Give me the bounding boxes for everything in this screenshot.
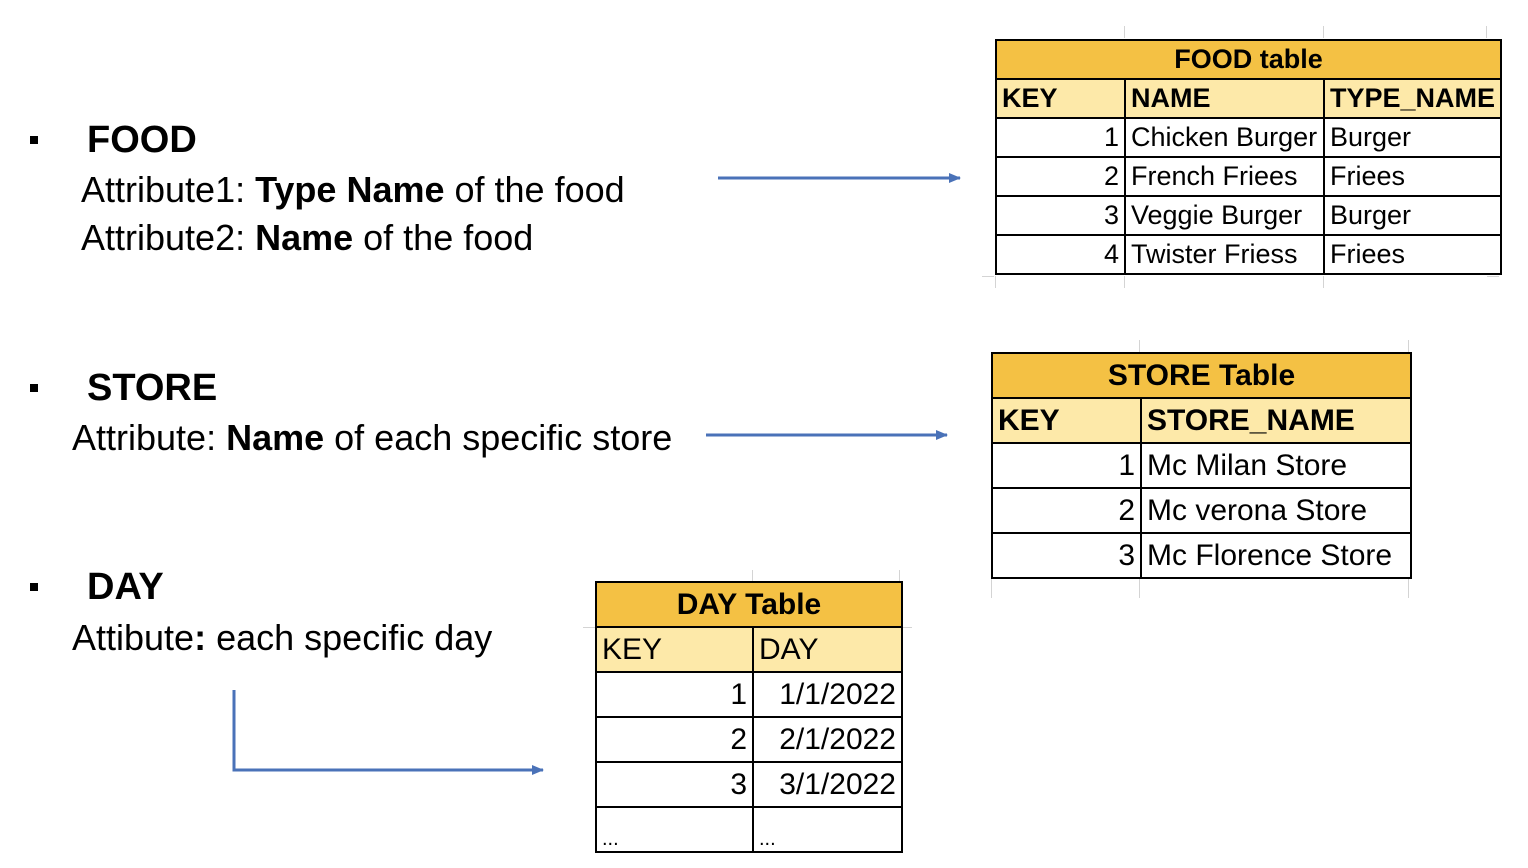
gridline bbox=[995, 276, 996, 288]
gridline bbox=[583, 627, 595, 628]
arrow-day bbox=[232, 690, 544, 775]
store-table: STORE Table KEY STORE_NAME 1 Mc Milan St… bbox=[991, 352, 1412, 579]
day-heading: DAY bbox=[87, 566, 164, 608]
table-cell: 3 bbox=[595, 761, 754, 808]
table-row: ... ... bbox=[595, 806, 903, 853]
day-table: DAY Table KEY DAY 1 1/1/2022 2 2/1/2022 … bbox=[595, 581, 903, 853]
table-cell: ... bbox=[595, 806, 754, 853]
bullet-marker bbox=[30, 384, 38, 392]
table-cell: 4 bbox=[995, 234, 1126, 275]
column-header: TYPE_NAME bbox=[1322, 78, 1503, 119]
table-row: 4 Twister Friess Friees bbox=[995, 234, 1503, 275]
gridline bbox=[1486, 26, 1487, 38]
table-row: 3 3/1/2022 bbox=[595, 761, 903, 808]
table-row: 2 French Friees Friees bbox=[995, 156, 1503, 197]
table-cell: Twister Friess bbox=[1124, 234, 1325, 275]
bullet-marker bbox=[30, 583, 38, 591]
table-cell: Mc verona Store bbox=[1140, 487, 1412, 534]
column-header: KEY bbox=[595, 626, 754, 673]
table-cell: Burger bbox=[1322, 117, 1503, 158]
table-row: 1 1/1/2022 bbox=[595, 671, 903, 718]
table-cell: Mc Milan Store bbox=[1140, 442, 1412, 489]
table-row: 1 Chicken Burger Burger bbox=[995, 117, 1503, 158]
food-section: FOOD bbox=[30, 118, 197, 162]
gridline bbox=[991, 578, 992, 598]
table-cell: 3 bbox=[991, 532, 1142, 579]
table-cell: French Friees bbox=[1124, 156, 1325, 197]
bullet-marker bbox=[30, 136, 38, 144]
column-header: KEY bbox=[995, 78, 1126, 119]
table-row: 3 Mc Florence Store bbox=[991, 532, 1412, 579]
food-attribute-2: Attribute2: Name of the food bbox=[81, 217, 534, 258]
table-cell: Burger bbox=[1322, 195, 1503, 236]
food-table: FOOD table KEY NAME TYPE_NAME 1 Chicken … bbox=[994, 39, 1503, 275]
gridline bbox=[900, 627, 912, 628]
table-cell: 3 bbox=[995, 195, 1126, 236]
table-cell: Friees bbox=[1322, 156, 1503, 197]
column-header: DAY bbox=[752, 626, 903, 673]
table-cell: Friees bbox=[1322, 234, 1503, 275]
day-section: DAY bbox=[30, 565, 164, 609]
gridline bbox=[1323, 26, 1324, 38]
column-header: STORE_NAME bbox=[1140, 397, 1412, 444]
gridline bbox=[1139, 340, 1140, 352]
food-attribute-1: Attribute1: Type Name of the food bbox=[81, 169, 625, 210]
store-section: STORE bbox=[30, 366, 217, 410]
column-header: NAME bbox=[1124, 78, 1325, 119]
table-row: 1 Mc Milan Store bbox=[991, 442, 1412, 489]
gridline bbox=[1487, 276, 1499, 277]
store-attribute: Attribute: Name of each specific store bbox=[72, 417, 673, 458]
table-cell: Veggie Burger bbox=[1124, 195, 1325, 236]
table-cell: ... bbox=[752, 806, 903, 853]
day-attribute: Attibute: each specific day bbox=[72, 617, 493, 658]
gridline bbox=[1124, 26, 1125, 38]
gridline bbox=[752, 570, 753, 582]
gridline bbox=[1139, 578, 1140, 598]
gridline bbox=[982, 276, 994, 277]
table-row: 2 Mc verona Store bbox=[991, 487, 1412, 534]
gridline bbox=[1408, 340, 1409, 352]
gridline bbox=[1323, 276, 1324, 288]
gridline bbox=[899, 570, 900, 582]
table-cell: 1 bbox=[991, 442, 1142, 489]
table-cell: Chicken Burger bbox=[1124, 117, 1325, 158]
table-title: FOOD table bbox=[994, 39, 1503, 80]
gridline bbox=[1408, 578, 1409, 598]
table-row: 3 Veggie Burger Burger bbox=[995, 195, 1503, 236]
table-row: 2 2/1/2022 bbox=[595, 716, 903, 763]
table-cell: 2 bbox=[995, 156, 1126, 197]
food-heading: FOOD bbox=[87, 119, 197, 161]
column-header: KEY bbox=[991, 397, 1142, 444]
table-title: STORE Table bbox=[991, 352, 1412, 399]
table-cell: 2 bbox=[991, 487, 1142, 534]
store-heading: STORE bbox=[87, 367, 218, 409]
table-cell: 1/1/2022 bbox=[752, 671, 903, 718]
table-cell: 3/1/2022 bbox=[752, 761, 903, 808]
table-title: DAY Table bbox=[595, 581, 903, 628]
table-cell: 2 bbox=[595, 716, 754, 763]
table-cell: 1 bbox=[995, 117, 1126, 158]
table-cell: Mc Florence Store bbox=[1140, 532, 1412, 579]
table-cell: 1 bbox=[595, 671, 754, 718]
gridline bbox=[1124, 276, 1125, 288]
table-cell: 2/1/2022 bbox=[752, 716, 903, 763]
